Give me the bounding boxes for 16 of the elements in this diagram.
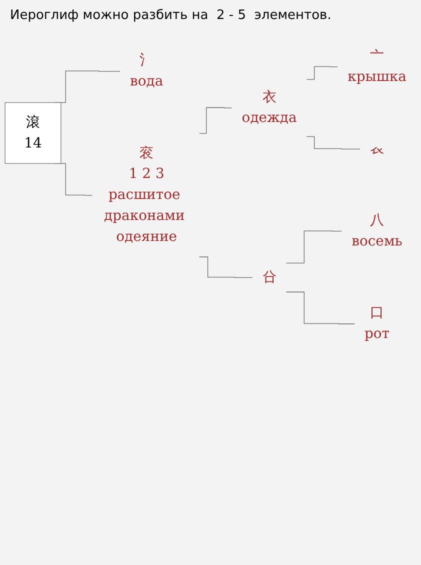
node-box: 滾 14 [4, 102, 62, 164]
node-text: 八 восемь [352, 212, 402, 250]
node-text: 𧘇 [370, 140, 384, 157]
node-text: 衮 1 2 3 расшитое драконами одеяние [104, 145, 185, 245]
node-text: 衣 одежда [242, 89, 297, 126]
connector [196, 107, 233, 134]
connector [306, 136, 362, 150]
connector [198, 256, 254, 278]
connector [286, 292, 356, 324]
connector [306, 66, 339, 80]
node-text: 口 рот [364, 305, 390, 342]
note-text: Иероглиф можно разбить на 2 - 5 элементов. [10, 8, 332, 23]
node-text: 氵 вода [130, 52, 164, 90]
connector [286, 230, 343, 264]
node-text: 亠 крышка [348, 48, 406, 85]
node-text: 㕣 [262, 269, 276, 286]
